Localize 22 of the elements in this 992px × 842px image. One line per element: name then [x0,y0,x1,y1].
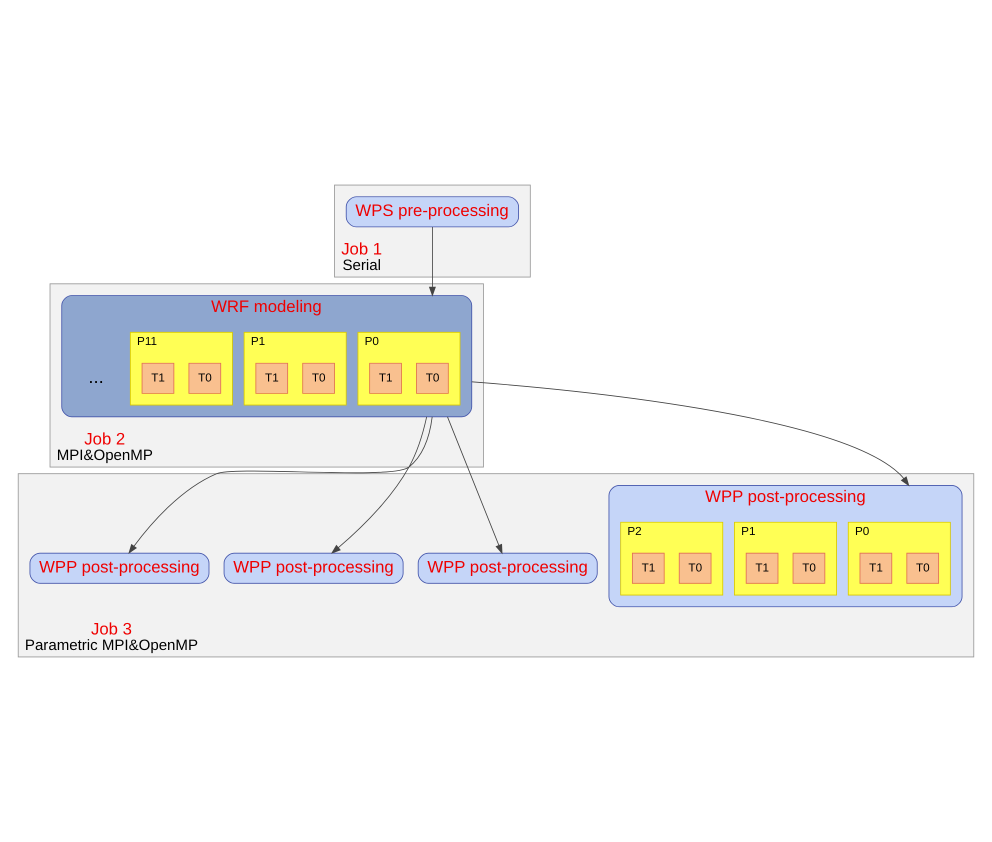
node-box: T1 [860,552,892,584]
arrow [447,416,502,554]
node-box: T0 [302,362,335,394]
node-box: WPP post-processing [30,552,210,584]
node-box: WPS pre-processing [346,196,519,228]
node-box: T1 [255,362,288,394]
label: ... [88,366,104,388]
node-box: T1 [369,362,402,394]
arrow [428,226,436,297]
arrow [128,416,433,554]
node-box: T1 [632,552,665,584]
node-box: WPP post-processing [418,552,598,584]
arrow [471,381,910,486]
node-box: T0 [416,362,449,394]
node-box: T0 [792,552,826,584]
node-box: WPP post-processing [224,552,404,584]
node-box: T0 [188,362,222,394]
node-box: T1 [746,552,778,584]
node-box: T0 [678,552,712,584]
arrow [330,416,428,554]
node-box: T1 [142,362,174,394]
node-box: T0 [906,552,940,584]
